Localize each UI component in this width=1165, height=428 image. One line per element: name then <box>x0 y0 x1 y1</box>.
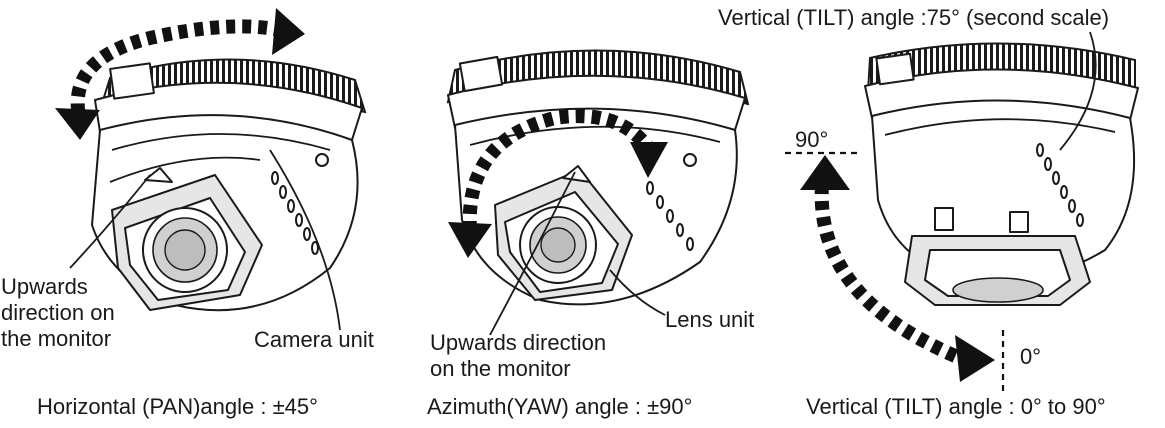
camera-yaw-illustration <box>446 49 750 336</box>
mount-tab <box>458 55 504 93</box>
yaw-rotation-arrow <box>462 109 656 231</box>
tilt-angle-caption: Vertical (TILT) angle : 0° to 90° <box>806 394 1106 419</box>
vent-slots <box>646 181 694 251</box>
camera-unit-label: Camera unit <box>254 327 374 352</box>
lens-unit-label: Lens unit <box>665 307 755 332</box>
camera-tilt-illustration <box>785 31 1139 395</box>
mount-tab <box>875 52 915 86</box>
yaw-angle-caption: Azimuth(YAW) angle : ±90° <box>427 394 693 419</box>
camera-pan-illustration <box>55 8 367 331</box>
upwards-direction-label: Upwards direction on the monitor <box>1 274 115 351</box>
pan-angle-caption: Horizontal (PAN)angle : ±45° <box>37 394 318 419</box>
angle-0-label: 0° <box>1020 344 1042 369</box>
upwards-direction-label: Upwards direction on the monitor <box>430 330 607 381</box>
vent-slots <box>1036 143 1084 227</box>
tilt-second-scale-note: Vertical (TILT) angle :75° (second scale… <box>718 5 1110 30</box>
vent-slots <box>271 171 319 255</box>
pan-rotation-arrow <box>70 19 282 131</box>
angle-90-label: 90° <box>795 127 829 152</box>
mount-tab <box>109 62 155 100</box>
lens <box>952 277 1044 303</box>
